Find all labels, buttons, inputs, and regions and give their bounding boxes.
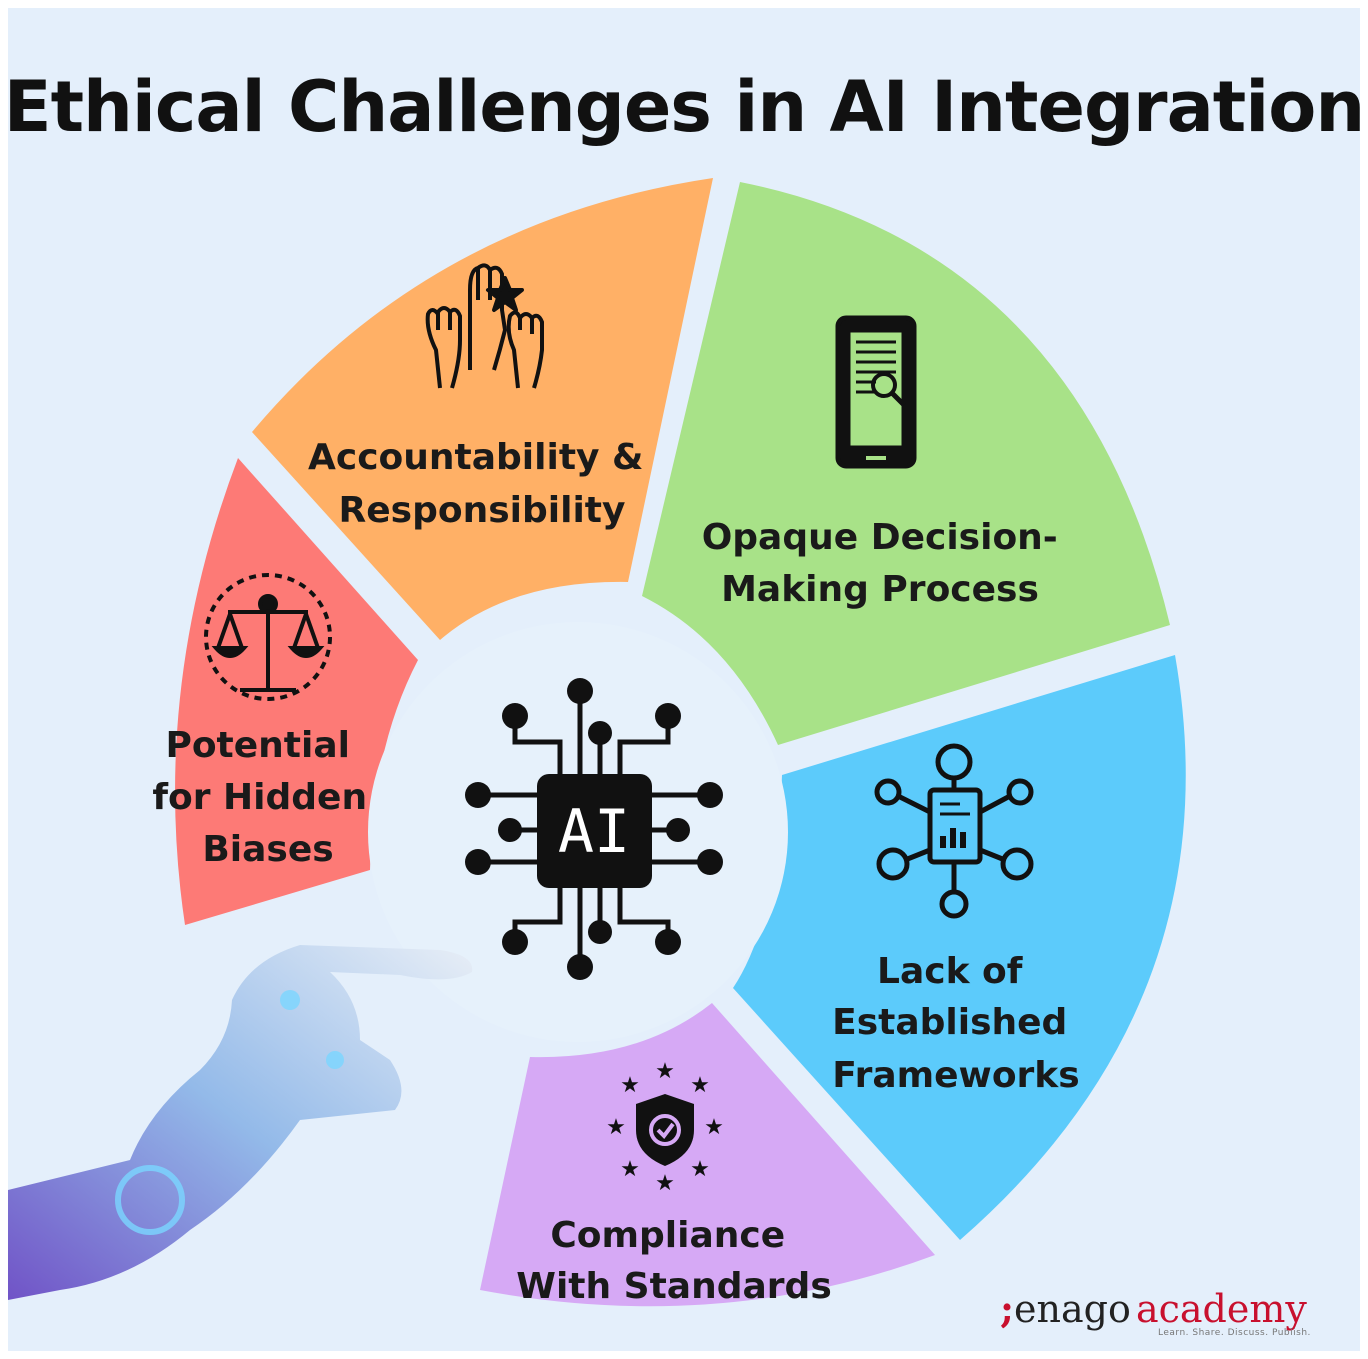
logo-academy: academy xyxy=(1135,1287,1307,1331)
label-frameworks: Lack of Established Frameworks xyxy=(832,951,1080,1096)
mobile-document-search-icon xyxy=(835,315,917,469)
label-frameworks-line-2: Established xyxy=(832,1002,1067,1043)
label-compliance-line-1: Compliance xyxy=(550,1215,785,1256)
scales-of-justice-icon xyxy=(204,573,332,701)
network-report-icon xyxy=(874,743,1034,919)
label-compliance: Compliance With Standards xyxy=(516,1215,832,1307)
label-accountability-line-2: Responsibility xyxy=(339,490,626,531)
svg-text:★: ★ xyxy=(655,1171,675,1196)
raised-hands-star-icon xyxy=(425,263,544,389)
chip-label: AI xyxy=(558,797,630,867)
logo-mark: ; xyxy=(1000,1286,1015,1331)
svg-text:★: ★ xyxy=(606,1115,626,1140)
svg-text:★: ★ xyxy=(690,1073,710,1098)
chip-body xyxy=(537,774,652,888)
segment-compliance xyxy=(480,1003,935,1307)
segment-accountability xyxy=(252,178,713,640)
label-frameworks-line-1: Lack of xyxy=(877,951,1023,992)
label-opaque-line-1: Opaque Decision- xyxy=(702,517,1058,558)
label-opaque: Opaque Decision- Making Process xyxy=(702,517,1071,610)
logo-enago: enago xyxy=(1014,1287,1131,1331)
label-biases: Potential for Hidden Biases xyxy=(152,725,379,870)
label-accountability: Accountability & Responsibility xyxy=(308,437,656,531)
svg-text:★: ★ xyxy=(620,1157,640,1182)
label-biases-line-1: Potential xyxy=(165,725,350,766)
svg-text:★: ★ xyxy=(655,1059,675,1084)
svg-text:★: ★ xyxy=(690,1157,710,1182)
label-opaque-line-2: Making Process xyxy=(721,569,1039,610)
label-biases-line-3: Biases xyxy=(202,829,333,870)
svg-text:★: ★ xyxy=(704,1115,724,1140)
label-accountability-line-1: Accountability & xyxy=(308,437,643,478)
logo-tagline: Learn. Share. Discuss. Publish. xyxy=(1158,1328,1311,1338)
robotic-hand-icon xyxy=(8,945,473,1300)
label-biases-line-2: for Hidden xyxy=(152,777,367,818)
label-compliance-line-2: With Standards xyxy=(516,1266,832,1307)
chip-lead-dots xyxy=(465,678,723,980)
shield-check-stars-icon: ★ ★ ★ ★ ★ ★ ★ ★ xyxy=(606,1059,724,1196)
label-frameworks-line-3: Frameworks xyxy=(832,1055,1079,1096)
page-title: Ethical Challenges in AI Integration xyxy=(3,66,1365,148)
enago-academy-logo: ;enago academy Learn. Share. Discuss. Pu… xyxy=(1000,1286,1310,1338)
segment-frameworks xyxy=(733,655,1186,1240)
svg-text:★: ★ xyxy=(620,1073,640,1098)
